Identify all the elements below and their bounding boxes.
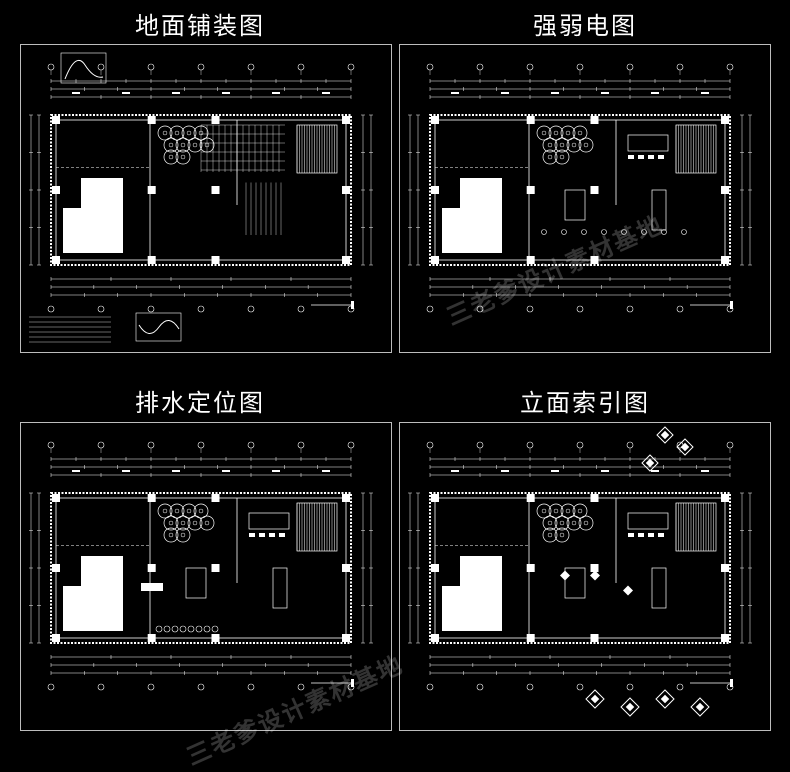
floorplan-drawing xyxy=(408,63,752,313)
floorplan-drawing xyxy=(29,441,373,691)
title-elevation-index: 立面索引图 xyxy=(520,389,650,417)
panel-electrical xyxy=(399,44,771,353)
floorplan-drawing xyxy=(408,426,752,717)
title-electrical: 强弱电图 xyxy=(533,12,637,40)
panel-floor-paving xyxy=(20,44,392,353)
title-drainage: 排水定位图 xyxy=(135,389,265,417)
panel-elevation-index xyxy=(399,422,771,731)
title-floor-paving: 地面铺装图 xyxy=(135,12,265,40)
floorplan-drawing xyxy=(29,52,373,343)
panel-drainage xyxy=(20,422,392,731)
